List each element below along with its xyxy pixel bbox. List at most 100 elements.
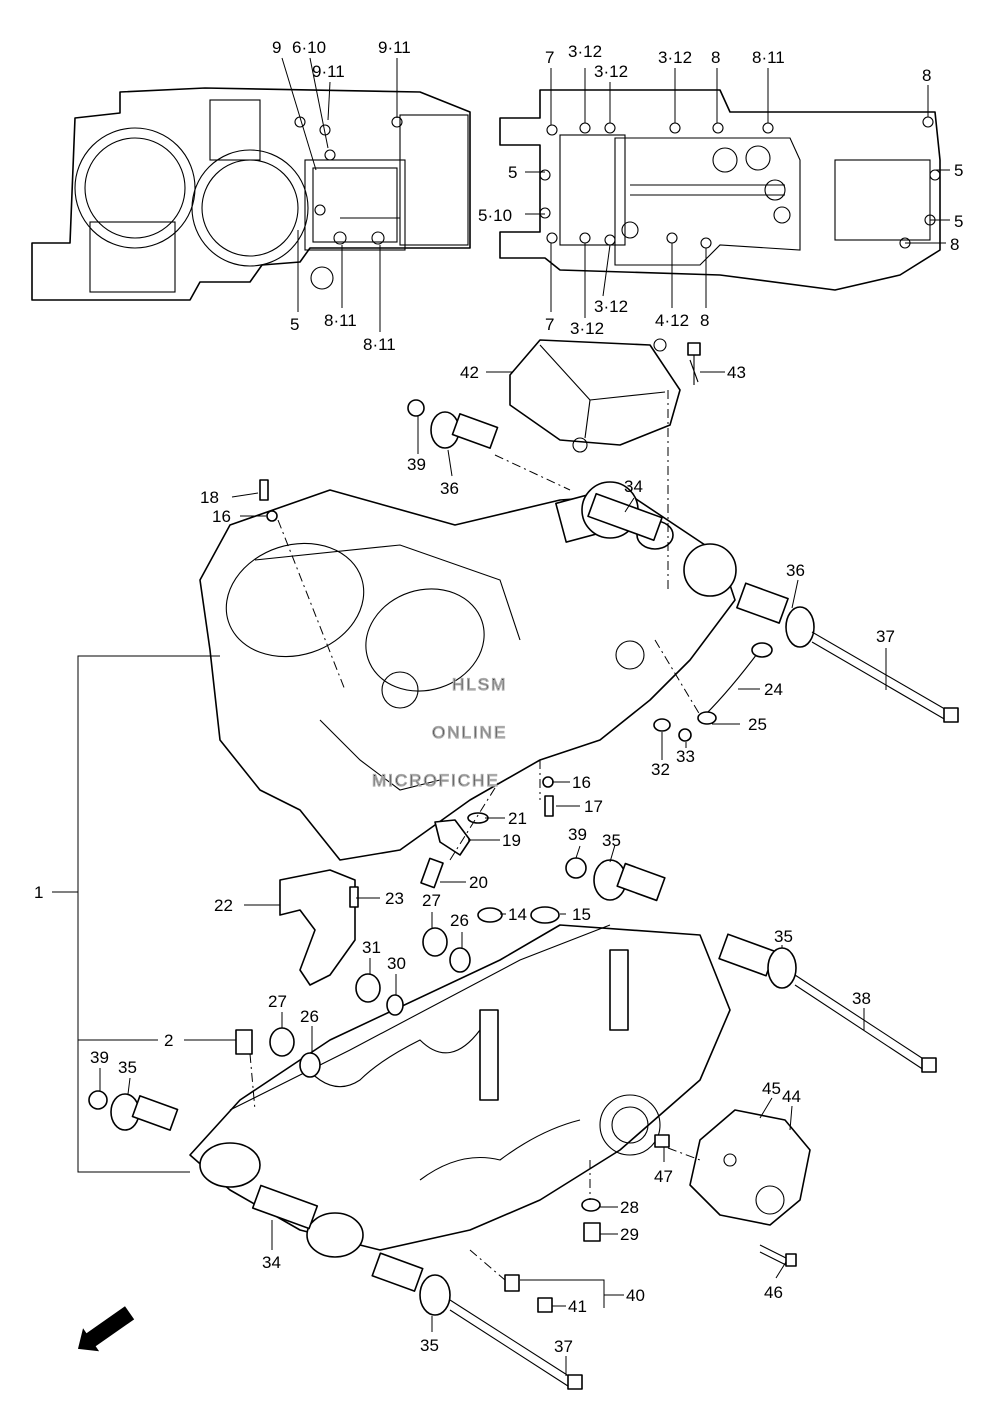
callout-21: 21 xyxy=(508,809,527,828)
callout-40: 40 xyxy=(626,1286,645,1305)
callout-33: 33 xyxy=(676,747,695,766)
oil-cooler-cover-44-45 xyxy=(689,1109,811,1226)
callout-8: 8 xyxy=(700,311,709,330)
cover-42 xyxy=(509,338,681,453)
callout-29: 29 xyxy=(620,1225,639,1244)
callout-35: 35 xyxy=(602,831,621,850)
callout-46: 46 xyxy=(764,1283,783,1302)
callout-22: 22 xyxy=(214,896,233,915)
hose-24 xyxy=(697,642,773,725)
callout-38: 38 xyxy=(852,989,871,1008)
callout-35: 35 xyxy=(420,1336,439,1355)
callout-47: 47 xyxy=(654,1167,673,1186)
callout-31: 31 xyxy=(362,938,381,957)
callout-24: 24 xyxy=(764,680,783,699)
callout-6-10: 6·10 xyxy=(292,38,326,57)
bracket-22-23 xyxy=(279,869,359,986)
plug-assembly-36-right xyxy=(736,582,959,723)
callout-35: 35 xyxy=(118,1058,137,1077)
callout-41: 41 xyxy=(568,1297,587,1316)
callout-39: 39 xyxy=(90,1048,109,1067)
callout-5: 5 xyxy=(290,315,299,334)
callout-36: 36 xyxy=(440,479,459,498)
switch-40-41 xyxy=(504,1274,553,1313)
callout-3-12: 3·12 xyxy=(658,48,692,67)
callout-36: 36 xyxy=(786,561,805,580)
callout-7: 7 xyxy=(545,48,554,67)
callout-15: 15 xyxy=(572,905,591,924)
callout-20: 20 xyxy=(469,873,488,892)
callout-5: 5 xyxy=(954,161,963,180)
callout-39: 39 xyxy=(568,825,587,844)
callout-3-12: 3·12 xyxy=(594,62,628,81)
jet-16-17-18 xyxy=(259,479,554,817)
callout-8-11: 8·11 xyxy=(363,335,396,354)
callout-26: 26 xyxy=(300,1007,319,1026)
upper-crankcase xyxy=(199,481,737,861)
callout-37: 37 xyxy=(554,1337,573,1356)
plug-assembly-35-left xyxy=(88,1090,179,1131)
leader-lines xyxy=(52,57,950,1376)
callout-43: 43 xyxy=(727,363,746,382)
plug-assembly-35-right xyxy=(718,933,937,1073)
callout-27: 27 xyxy=(268,992,287,1011)
callout-3-12: 3·12 xyxy=(568,42,602,61)
callout-26: 26 xyxy=(450,911,469,930)
callout-9-11: 9·11 xyxy=(378,38,411,57)
callout-30: 30 xyxy=(387,954,406,973)
callout-2: 2 xyxy=(164,1031,173,1050)
callout-8-11: 8·11 xyxy=(752,48,785,67)
callout-8: 8 xyxy=(922,66,931,85)
callout-35: 35 xyxy=(774,927,793,946)
callout-34: 34 xyxy=(262,1253,281,1272)
callout-9-11: 9·11 xyxy=(312,62,345,81)
callout-3-12: 3·12 xyxy=(570,319,604,338)
callout-7: 7 xyxy=(545,315,554,334)
plug-assembly-36-upper xyxy=(407,399,499,449)
callout-5-10: 5·10 xyxy=(478,206,512,225)
callout-1: 1 xyxy=(34,883,43,902)
plug-assembly-35-center xyxy=(565,857,666,902)
bolt-43 xyxy=(687,342,701,385)
fittings-19-20-21 xyxy=(420,812,489,889)
watermark-line2: ONLINE xyxy=(432,723,507,742)
callout-16: 16 xyxy=(572,773,591,792)
callout-14: 14 xyxy=(508,905,527,924)
watermark-line1: HLSM xyxy=(452,675,507,694)
callout-3-12: 3·12 xyxy=(594,297,628,316)
upper-crankcase-top-view xyxy=(31,87,471,301)
lower-crankcase xyxy=(189,924,731,1258)
callout-28: 28 xyxy=(620,1198,639,1217)
callout-23: 23 xyxy=(385,889,404,908)
callout-44: 44 xyxy=(782,1087,801,1106)
callout-39: 39 xyxy=(407,455,426,474)
callout-32: 32 xyxy=(651,760,670,779)
callout-27: 27 xyxy=(422,891,441,910)
callout-5: 5 xyxy=(954,212,963,231)
callout-8: 8 xyxy=(711,48,720,67)
bolt-46 xyxy=(759,1244,797,1267)
callout-37: 37 xyxy=(876,627,895,646)
alignment-lines xyxy=(249,390,701,1281)
watermark-line3: MICROFICHE xyxy=(372,771,500,790)
callout-8: 8 xyxy=(950,235,959,254)
callout-45: 45 xyxy=(762,1079,781,1098)
fwd-arrow-icon: FWD xyxy=(77,1305,135,1352)
lower-crankcase-bottom-view xyxy=(499,89,941,291)
seals-14-15-26-27 xyxy=(269,906,560,1078)
drain-plug-28-29 xyxy=(581,1198,601,1242)
plug-assembly-35-bottom xyxy=(371,1252,583,1390)
dowel-2 xyxy=(235,1029,253,1055)
callout-16: 16 xyxy=(212,507,231,526)
dowel-47 xyxy=(654,1134,670,1148)
callout-18: 18 xyxy=(200,488,219,507)
callout-9: 9 xyxy=(272,38,281,57)
callout-19: 19 xyxy=(502,831,521,850)
callout-8-11: 8·11 xyxy=(324,311,357,330)
callout-34: 34 xyxy=(624,477,643,496)
washer-bolt-32-33 xyxy=(653,718,692,742)
callout-4-12: 4·12 xyxy=(655,311,689,330)
callout-17: 17 xyxy=(584,797,603,816)
callout-labels: 9 6·10 9·11 9·11 5 8·11 8·11 7 3·12 3·12… xyxy=(34,38,963,1356)
